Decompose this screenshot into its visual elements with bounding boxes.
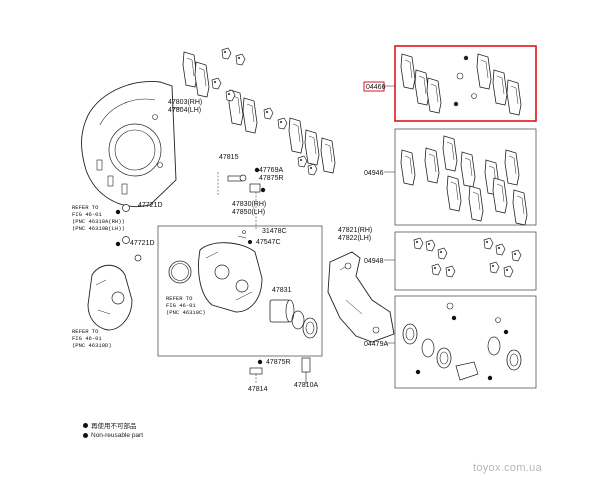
label-47830: 47830(RH) (232, 201, 266, 208)
bottom-bolts (249, 357, 311, 384)
svg-text:FIG 46-01: FIG 46-01 (166, 302, 196, 309)
label-47821: 47821(RH) (338, 227, 372, 234)
knuckle (87, 204, 142, 331)
kit-04948-box[interactable] (394, 231, 537, 291)
label-47803: 47803(RH) (168, 99, 202, 106)
label-47822: 47822(LH) (338, 235, 371, 242)
legend-text-en: Non-reusable part (91, 432, 144, 439)
kit-04946-shims (400, 135, 528, 226)
label-47875R-bottom: 47875R (266, 359, 291, 366)
kit-04466-tag (363, 81, 385, 92)
svg-text:(PNC 46310B(LH)): (PNC 46310B(LH)) (72, 225, 125, 232)
caliper (168, 230, 318, 339)
label-47721D-a: 47721D (138, 202, 163, 209)
kit-04479A-box[interactable] (394, 295, 537, 389)
caliper-bracket (327, 251, 395, 343)
kit-04479A-seals (402, 302, 522, 381)
label-47850: 47850(LH) (232, 209, 265, 216)
svg-text:FIG 46-01: FIG 46-01 (72, 335, 102, 342)
label-04479A: 04479A (364, 341, 388, 348)
label-47547C: 47547C (256, 239, 281, 246)
label-47769A: 47769A (259, 167, 283, 174)
svg-text:REFER TO: REFER TO (166, 295, 193, 302)
label-47814: 47814 (248, 386, 268, 393)
svg-text:(PNC 46310D): (PNC 46310D) (72, 342, 112, 349)
svg-text:FIG 46-01: FIG 46-01 (72, 211, 102, 218)
kit-04466-pads (400, 53, 522, 116)
kit-04946-box[interactable] (394, 128, 537, 226)
svg-text:REFER TO: REFER TO (72, 204, 99, 211)
svg-text:(PNC 46310C): (PNC 46310C) (166, 309, 206, 316)
kit-04466-box[interactable] (394, 45, 537, 122)
label-04946: 04946 (364, 170, 384, 177)
label-47721D-b: 47721D (130, 240, 155, 247)
kit-04948-clips (413, 237, 522, 278)
legend-item-en: Non-reusable part (83, 432, 143, 439)
ref-left-bottom: REFER TO FIG 46-01 (PNC 46310D) (72, 328, 112, 349)
bleeder-cluster (217, 167, 266, 230)
ref-center: REFER TO FIG 46-01 (PNC 46310C) (166, 295, 206, 316)
label-47831: 47831 (272, 287, 292, 294)
non-reusable-dot-icon (83, 422, 88, 428)
dust-shield (81, 80, 182, 207)
watermark: toyox.com.ua (472, 462, 542, 474)
label-04466: 04466 (366, 84, 386, 91)
svg-text:(PNC 46310A(RH)): (PNC 46310A(RH)) (72, 218, 125, 225)
label-31478C: 31478C (262, 228, 287, 235)
legend-text-jp: 再使用不可部品 (91, 423, 137, 430)
label-47815: 47815 (219, 154, 239, 161)
label-04948: 04948 (364, 258, 384, 265)
top-pad-group (182, 47, 336, 176)
ref-left-top: REFER TO FIG 46-01 (PNC 46310A(RH)) (PNC… (72, 204, 125, 232)
label-47810A: 47810A (294, 382, 318, 389)
caliper-box (157, 225, 323, 357)
legend-item-jp: 再使用不可部品 (83, 420, 137, 430)
svg-text:REFER TO: REFER TO (72, 328, 99, 335)
label-47875R-top: 47875R (259, 175, 284, 182)
label-47804: 47804(LH) (168, 107, 201, 114)
non-reusable-dot-icon (83, 433, 88, 438)
